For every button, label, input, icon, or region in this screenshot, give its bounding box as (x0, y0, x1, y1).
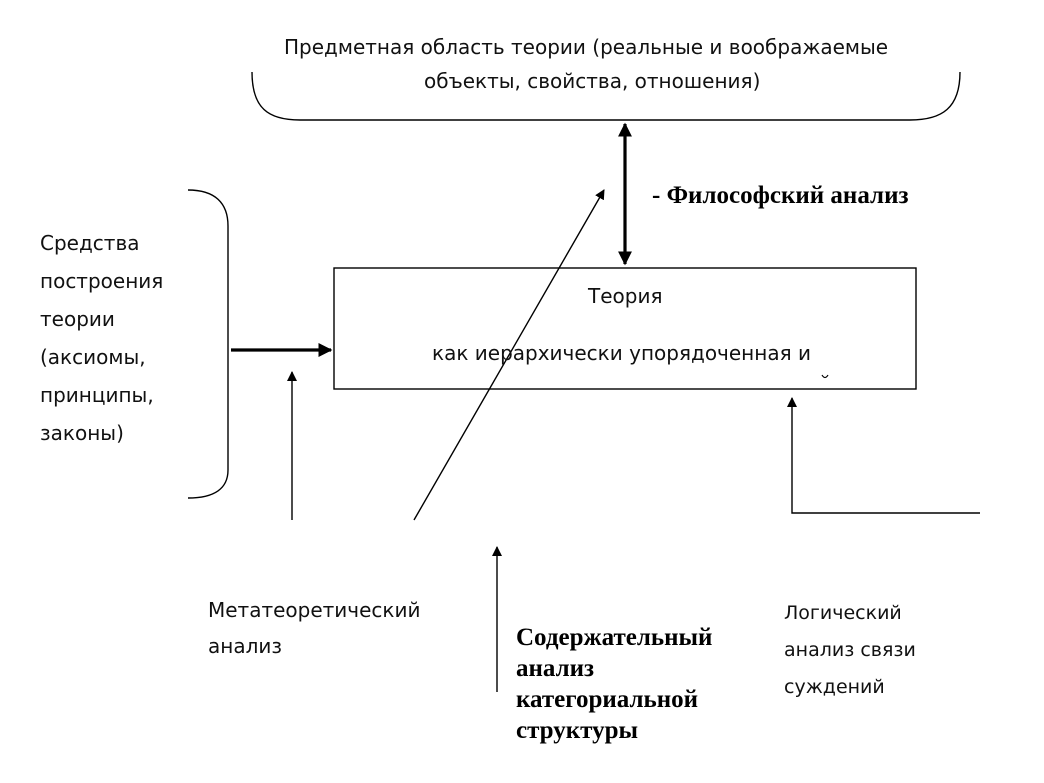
construction-means-line: законы) (40, 421, 124, 445)
construction-means-line: Средства (40, 231, 140, 255)
logical-analysis-connector (787, 397, 980, 514)
logical-analysis-line: суждений (784, 676, 885, 698)
diagonal-arrow (413, 189, 605, 521)
construction-means-line: принципы, (40, 383, 154, 407)
construction-means-line: построения (40, 269, 164, 293)
content-analysis-line: Содержательный (516, 624, 713, 651)
logical-analysis-line: Логический (784, 602, 902, 624)
philosophical-analysis-label: - Философский анализ (652, 182, 909, 209)
construction-means-line: (аксиомы, (40, 345, 146, 369)
theory-subtitle: как иерархически упорядоченная и (432, 341, 811, 365)
construction-means-label: Средства построения теории (аксиомы, при… (40, 224, 163, 452)
metatheoretical-line: анализ (208, 634, 283, 658)
theory-title: Теория (588, 284, 663, 308)
content-analysis-line: анализ (516, 655, 595, 682)
content-analysis-label: Содержательный анализ категориальной стр… (516, 622, 712, 746)
content-analysis-line: структуры (516, 717, 639, 744)
metatheoretical-line: Метатеоретический (208, 598, 421, 622)
subject-area-line-1: Предметная область теории (реальные и во… (284, 35, 889, 59)
logical-analysis-line: анализ связи (784, 639, 916, 661)
construction-means-line: теории (40, 307, 115, 331)
content-analysis-line: категориальной (516, 686, 699, 713)
subject-area-brace (251, 71, 961, 121)
stray-mark (821, 374, 829, 379)
construction-means-brace (187, 189, 229, 499)
subject-area-line-2: объекты, свойства, отношения) (424, 69, 761, 93)
theory-box (333, 267, 917, 390)
logical-analysis-label: Логический анализ связи суждений (784, 595, 916, 706)
metatheoretical-analysis-label: Метатеоретический анализ (208, 592, 421, 664)
